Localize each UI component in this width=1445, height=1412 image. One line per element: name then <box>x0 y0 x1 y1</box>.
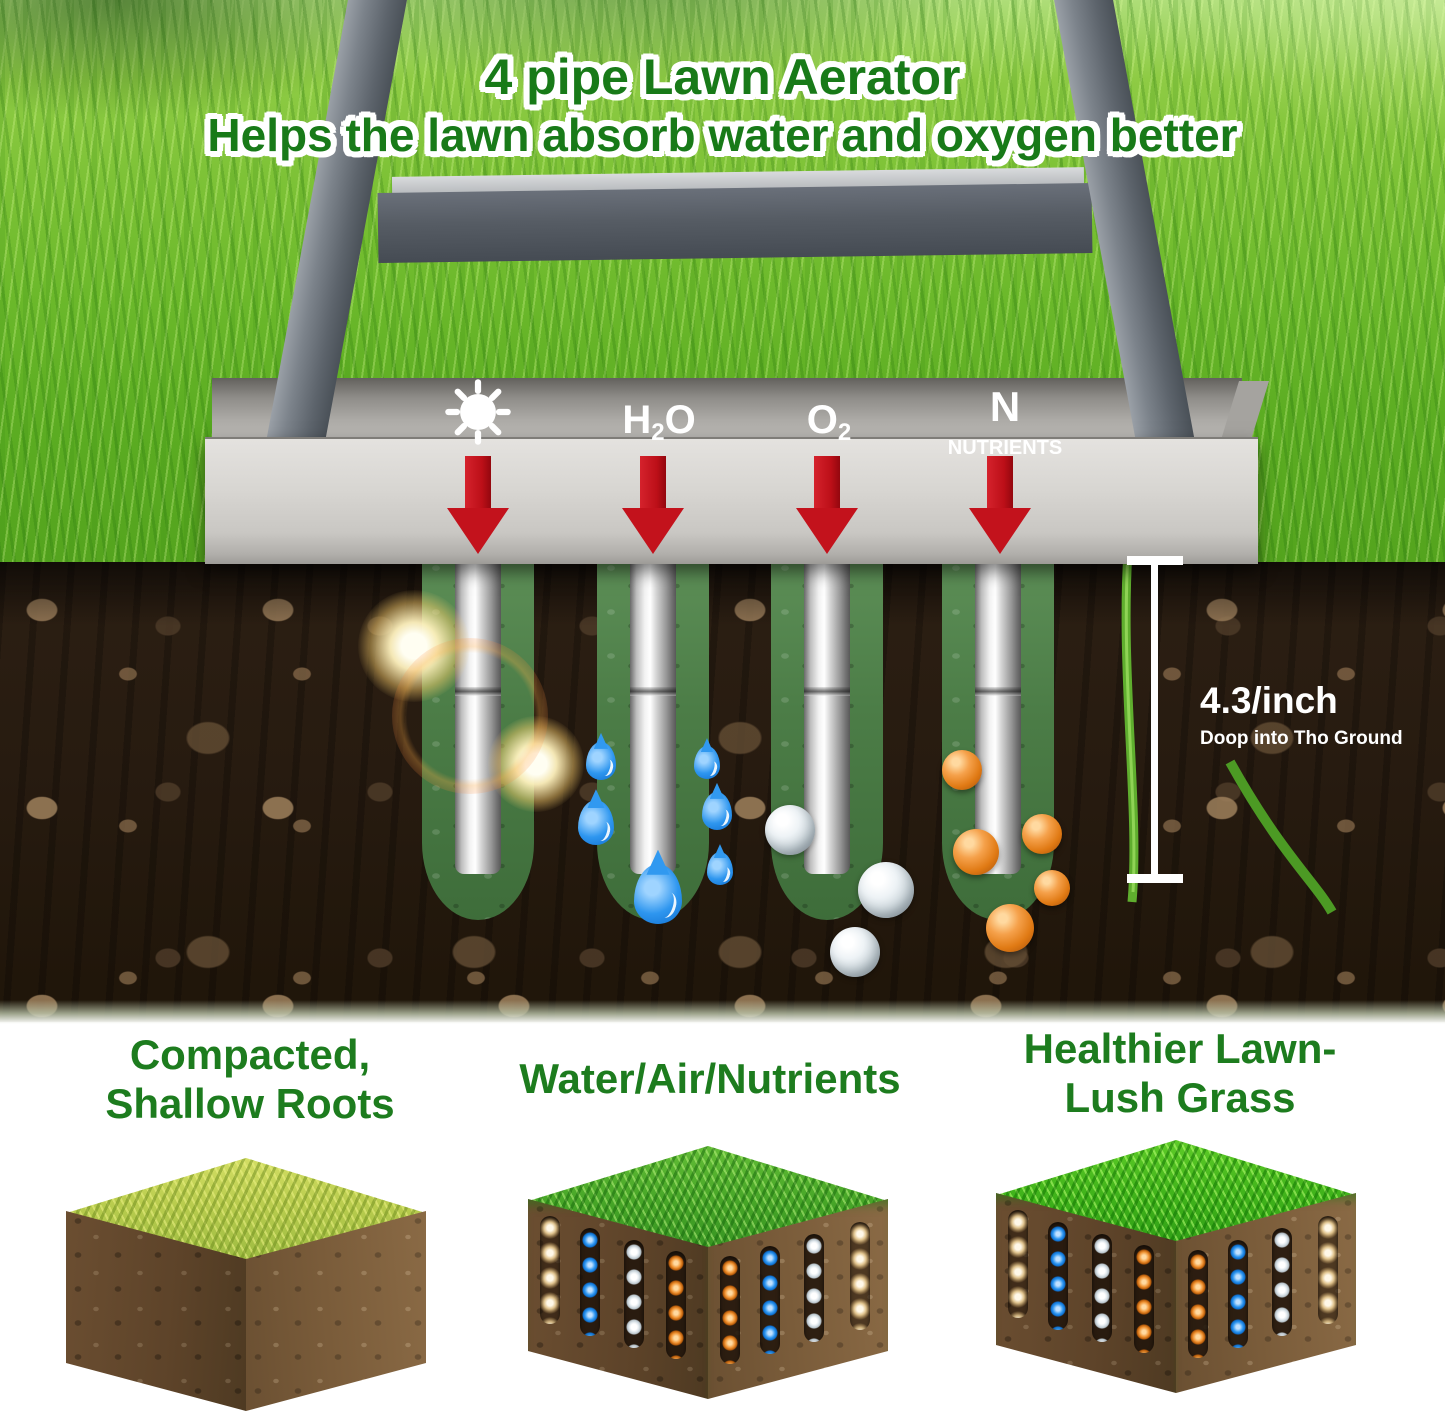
down-arrow-icon <box>969 456 1031 554</box>
h2o-label: H2O <box>597 398 721 447</box>
panel-caption-water-air-nutrients: Water/Air/Nutrients <box>470 1054 950 1103</box>
o2-text: O <box>806 398 838 442</box>
water-drop-icon <box>578 800 614 845</box>
down-arrow-icon <box>622 456 684 554</box>
o2-label: O2 <box>784 398 874 447</box>
o2-bubble-icon <box>830 927 880 977</box>
nutrient-ball-icon <box>986 904 1034 952</box>
soil-cube-aerated <box>528 1146 888 1402</box>
title-line-1: 4 pipe Lawn Aerator <box>484 49 961 105</box>
aeration-slot <box>804 1234 824 1342</box>
grass-blade <box>1121 552 1337 915</box>
aeration-slot <box>1134 1245 1154 1353</box>
depth-measure-cap-top <box>1127 556 1183 565</box>
nitrogen-label: N <box>989 383 1021 430</box>
soil-cube-healthy <box>996 1140 1356 1396</box>
h2o-text: H <box>622 398 652 442</box>
caption-line: Lush Grass <box>1064 1074 1296 1122</box>
sunlight-flare <box>358 590 470 702</box>
nutrient-ball-icon <box>953 829 999 875</box>
depth-caption: Doop into Tho Ground <box>1200 728 1403 749</box>
aerator-foot-bar <box>205 437 1258 564</box>
depth-value: 4.3/inch <box>1200 680 1338 721</box>
depth-measure-line <box>1151 560 1158 882</box>
h2o-text: O <box>664 398 696 442</box>
o2-bubble-icon <box>858 862 914 918</box>
o2-bubble-icon <box>765 805 815 855</box>
down-arrow-icon <box>796 456 858 554</box>
nutrients-label: NUTRIENTS <box>947 437 1063 459</box>
aeration-slot <box>1272 1228 1292 1336</box>
aeration-slot <box>1008 1210 1028 1318</box>
aeration-slot <box>1318 1216 1338 1324</box>
caption-line: Compacted, <box>129 1031 371 1078</box>
depth-measure-cap-bottom <box>1127 874 1183 883</box>
aeration-slot <box>580 1228 600 1336</box>
aeration-slot <box>850 1222 870 1330</box>
nutrient-ball-icon <box>1022 814 1062 854</box>
aerator-crossbar <box>377 183 1093 263</box>
nutrient-ball-icon <box>942 750 982 790</box>
nutrient-ball-icon <box>1034 870 1070 906</box>
aeration-slot <box>666 1251 686 1359</box>
panel-caption-compacted: Compacted, Shallow Roots <box>40 1030 460 1128</box>
aerator-spike <box>455 552 501 874</box>
water-drop-icon <box>694 746 720 779</box>
aeration-slot <box>1048 1222 1068 1330</box>
aeration-slot <box>760 1246 780 1354</box>
aeration-slot <box>1228 1240 1248 1348</box>
soil-bottom-fade <box>0 1000 1445 1024</box>
soil-cross-section <box>0 562 1445 1022</box>
aeration-slot <box>1092 1234 1112 1342</box>
caption-line: Healthier Lawn- <box>1023 1025 1337 1072</box>
sunlight-flare <box>488 716 584 812</box>
lens-flare-ring <box>392 638 548 794</box>
aerator-spike <box>975 552 1021 874</box>
water-drop-icon <box>586 742 616 780</box>
h2o-subscript: 2 <box>651 419 665 446</box>
aeration-slot <box>624 1240 644 1348</box>
aeration-slot <box>720 1256 740 1364</box>
aeration-slot <box>1188 1250 1208 1358</box>
aerator-spike <box>630 552 676 874</box>
water-drop-icon <box>634 864 682 924</box>
aeration-slot <box>540 1216 560 1324</box>
aerator-foot-bar-interior <box>212 378 1242 440</box>
down-arrow-icon <box>447 456 509 554</box>
caption-line: Water/Air/Nutrients <box>519 1055 901 1102</box>
o2-subscript: 2 <box>837 419 852 446</box>
aerator-spike <box>804 552 850 874</box>
title-line-2: Helps the lawn absorb water and oxygen b… <box>207 109 1238 161</box>
water-drop-icon <box>702 792 732 830</box>
panel-caption-healthier-lawn: Healthier Lawn- Lush Grass <box>960 1024 1400 1122</box>
sun-icon <box>445 379 511 445</box>
water-drop-icon <box>707 852 733 885</box>
caption-line: Shallow Roots <box>105 1080 395 1128</box>
soil-cube-compacted <box>66 1158 426 1412</box>
